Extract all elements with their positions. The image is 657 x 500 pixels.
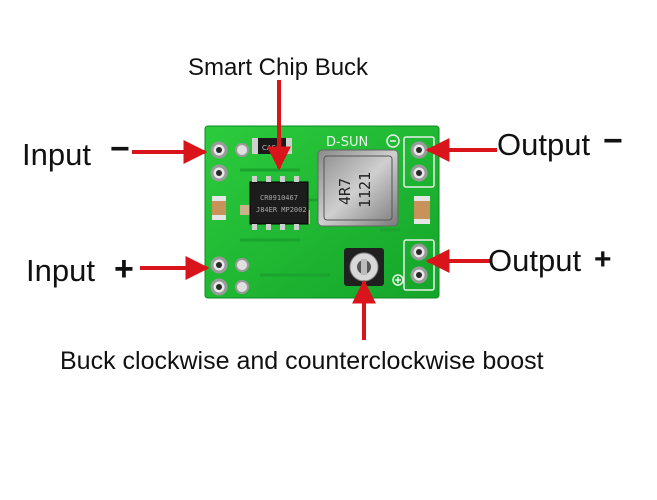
input-plus-label: Input: [26, 253, 95, 288]
potentiometer-caption: Buck clockwise and counterclockwise boos…: [60, 347, 544, 375]
input-minus-label: Input: [22, 137, 91, 172]
output-minus-label: Output: [497, 127, 591, 162]
output-minus-pins: [403, 136, 435, 188]
buck-chip: CR0910467 J84ER MP2002: [249, 176, 309, 230]
title-label: Smart Chip Buck: [188, 54, 369, 81]
inductor-marking-1: 4R7: [336, 178, 354, 205]
input-minus-pins: [210, 141, 228, 182]
capacitor-left: [212, 196, 226, 220]
chip-marking-1: CR0910467: [260, 194, 298, 202]
input-plus-pins: [210, 256, 228, 296]
output-plus-sign: +: [594, 243, 612, 276]
output-plus-label: Output: [488, 243, 582, 278]
capacitor-right: [414, 196, 430, 224]
output-plus-pins: [403, 239, 435, 291]
output-minus-sign: −: [603, 122, 623, 160]
silkscreen-label: D-SUN: [326, 135, 368, 150]
potentiometer: [344, 248, 384, 286]
inductor-marking-2: 1121: [356, 172, 374, 208]
input-plus-sign: +: [114, 250, 134, 288]
inductor: 4R7 1121: [317, 149, 399, 227]
input-minus-sign: −: [110, 130, 130, 168]
chip-marking-2: J84ER MP2002: [256, 206, 307, 214]
